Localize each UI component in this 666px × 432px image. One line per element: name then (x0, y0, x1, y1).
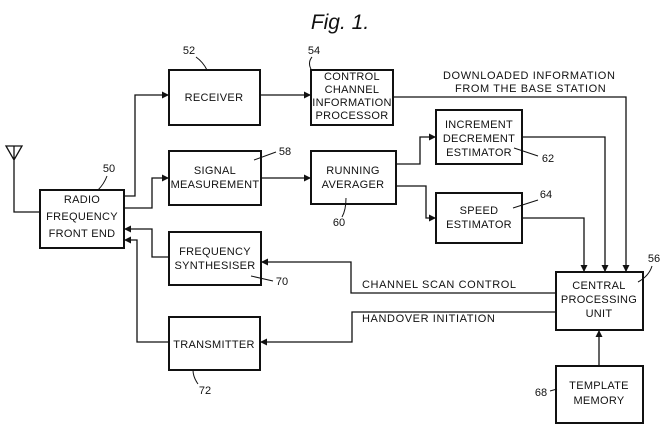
ref-58: 58 (279, 146, 291, 158)
speed-estimator-block: SPEED ESTIMATOR (435, 192, 523, 244)
signal-measurement-line-2: MEASUREMENT (171, 179, 260, 191)
leader-70 (250, 275, 274, 282)
leader-54 (309, 56, 313, 72)
running-averager-line-2: AVERAGER (322, 179, 385, 191)
template-memory-line-1: TEMPLATE (569, 380, 629, 392)
wire-incdec-to-cpu (522, 136, 609, 272)
ref-60: 60 (333, 217, 345, 229)
channel-scan-control-label: CHANNEL SCAN CONTROL (362, 279, 517, 291)
running-averager-block: RUNNING AVERAGER (310, 150, 397, 205)
ref-50: 50 (103, 163, 115, 175)
receiver-label: RECEIVER (185, 92, 244, 104)
cpu-block: CENTRAL PROCESSING UNIT (555, 271, 644, 331)
ref-54: 54 (308, 45, 320, 57)
ref-62: 62 (542, 153, 554, 165)
inc-dec-estimator-block: INCREMENT DECREMENT ESTIMATOR (435, 109, 523, 165)
cpu-line-1: CENTRAL (572, 280, 625, 292)
freq-synth-line-1: FREQUENCY (179, 246, 251, 258)
template-memory-line-2: MEMORY (573, 395, 624, 407)
rf-front-end-line-3: FRONT END (49, 228, 116, 240)
inc-dec-line-3: ESTIMATOR (446, 147, 512, 159)
rf-front-end-line-2: FREQUENCY (46, 211, 118, 223)
transmitter-label: TRANSMITTER (173, 339, 255, 351)
leader-62 (513, 147, 539, 157)
rf-front-end-block: RADIO FREQUENCY FRONT END (39, 189, 125, 249)
downloaded-info-label-2: FROM THE BASE STATION (455, 83, 606, 95)
speed-estimator-line-1: SPEED (460, 205, 499, 217)
speed-estimator-line-2: ESTIMATOR (446, 219, 512, 231)
ref-72: 72 (199, 385, 211, 397)
leader-50 (97, 175, 108, 191)
ref-64: 64 (540, 189, 552, 201)
wire-averager-to-incdec (396, 133, 436, 165)
cpu-line-3: UNIT (586, 308, 613, 320)
wire-rf-to-signal-measurement (124, 174, 169, 209)
wire-rf-to-receiver (124, 91, 169, 197)
wire-averager-to-speed (396, 185, 436, 222)
ccip-line-2: CHANNEL (325, 84, 380, 96)
transmitter-block: TRANSMITTER (168, 316, 261, 371)
running-averager-line-1: RUNNING (326, 165, 379, 177)
downloaded-info-label-1: DOWNLOADED INFORMATION (443, 70, 616, 82)
template-memory-block: TEMPLATE MEMORY (555, 365, 644, 424)
signal-measurement-line-1: SIGNAL (194, 165, 236, 177)
wire-cpu-to-transmitter (260, 311, 556, 346)
wire-cpu-to-freq-synth (261, 258, 556, 294)
figure-title: Fig. 1. (311, 11, 369, 34)
leader-72 (192, 369, 199, 385)
handover-initiation-label: HANDOVER INITIATION (362, 313, 495, 325)
ccip-line-4: PROCESSOR (316, 110, 389, 122)
signal-measurement-block: SIGNAL MEASUREMENT (168, 150, 262, 206)
antenna-icon (4, 145, 40, 213)
ccip-line-1: CONTROL (324, 71, 380, 83)
rf-front-end-line-1: RADIO (64, 194, 100, 206)
control-channel-processor-block: CONTROL CHANNEL INFORMATION PROCESSOR (310, 69, 394, 126)
ref-70: 70 (276, 276, 288, 288)
leader-68 (549, 388, 558, 392)
wire-freq-synth-to-rf (124, 225, 169, 258)
leader-64 (512, 199, 539, 209)
wire-speed-to-cpu (522, 217, 588, 272)
leader-60 (341, 197, 347, 218)
wire-transmitter-to-rf (124, 236, 169, 343)
leader-58 (253, 151, 277, 161)
ref-52: 52 (183, 45, 195, 57)
inc-dec-line-2: DECREMENT (443, 133, 515, 145)
ref-68: 68 (535, 387, 547, 399)
ccip-line-3: INFORMATION (312, 97, 391, 109)
wire-ccip-to-cpu (393, 96, 630, 272)
inc-dec-line-1: INCREMENT (445, 119, 513, 131)
leader-56 (637, 265, 653, 283)
frequency-synthesiser-block: FREQUENCY SYNTHESISER (168, 231, 262, 286)
leader-52 (195, 56, 208, 71)
receiver-block: RECEIVER (168, 69, 261, 126)
ref-56: 56 (648, 253, 660, 265)
freq-synth-line-2: SYNTHESISER (175, 260, 256, 272)
cpu-line-2: PROCESSING (561, 294, 637, 306)
